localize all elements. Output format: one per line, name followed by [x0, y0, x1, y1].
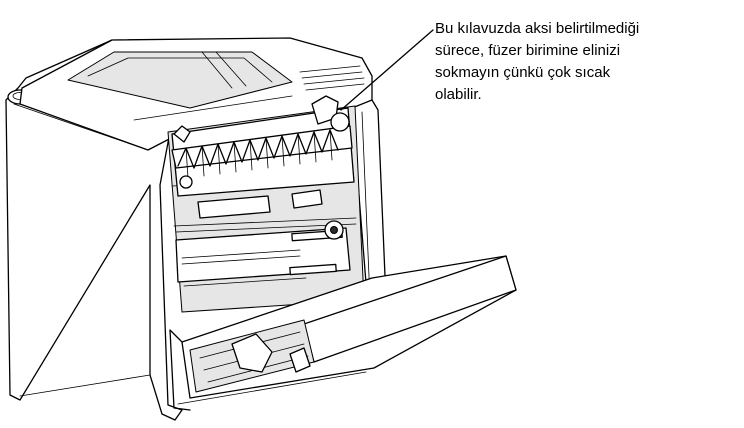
callout-leader-line [340, 29, 434, 111]
gear-icon [324, 220, 344, 240]
callout-line-1: Bu kılavuzda aksi belirtilmediği [435, 20, 640, 37]
printer-right-side-panel [351, 99, 387, 309]
fuser-lever-left-icon [173, 125, 191, 143]
fuser-unit [171, 107, 355, 219]
fuser-warning-callout: Bu kılavuzda aksi belirtilmediği sürece,… [435, 18, 744, 106]
rear-cover-open [169, 255, 517, 411]
callout-line-2: sürece, füzer birimine elinizi [435, 42, 621, 59]
callout-line-4: olabilir. [435, 86, 482, 103]
transfer-rollers [175, 227, 351, 287]
fuser-lever-right-icon [311, 95, 350, 132]
callout-line-3: sokmayın çünkü çok sıcak [435, 64, 611, 81]
printer-top-cover [19, 37, 373, 151]
